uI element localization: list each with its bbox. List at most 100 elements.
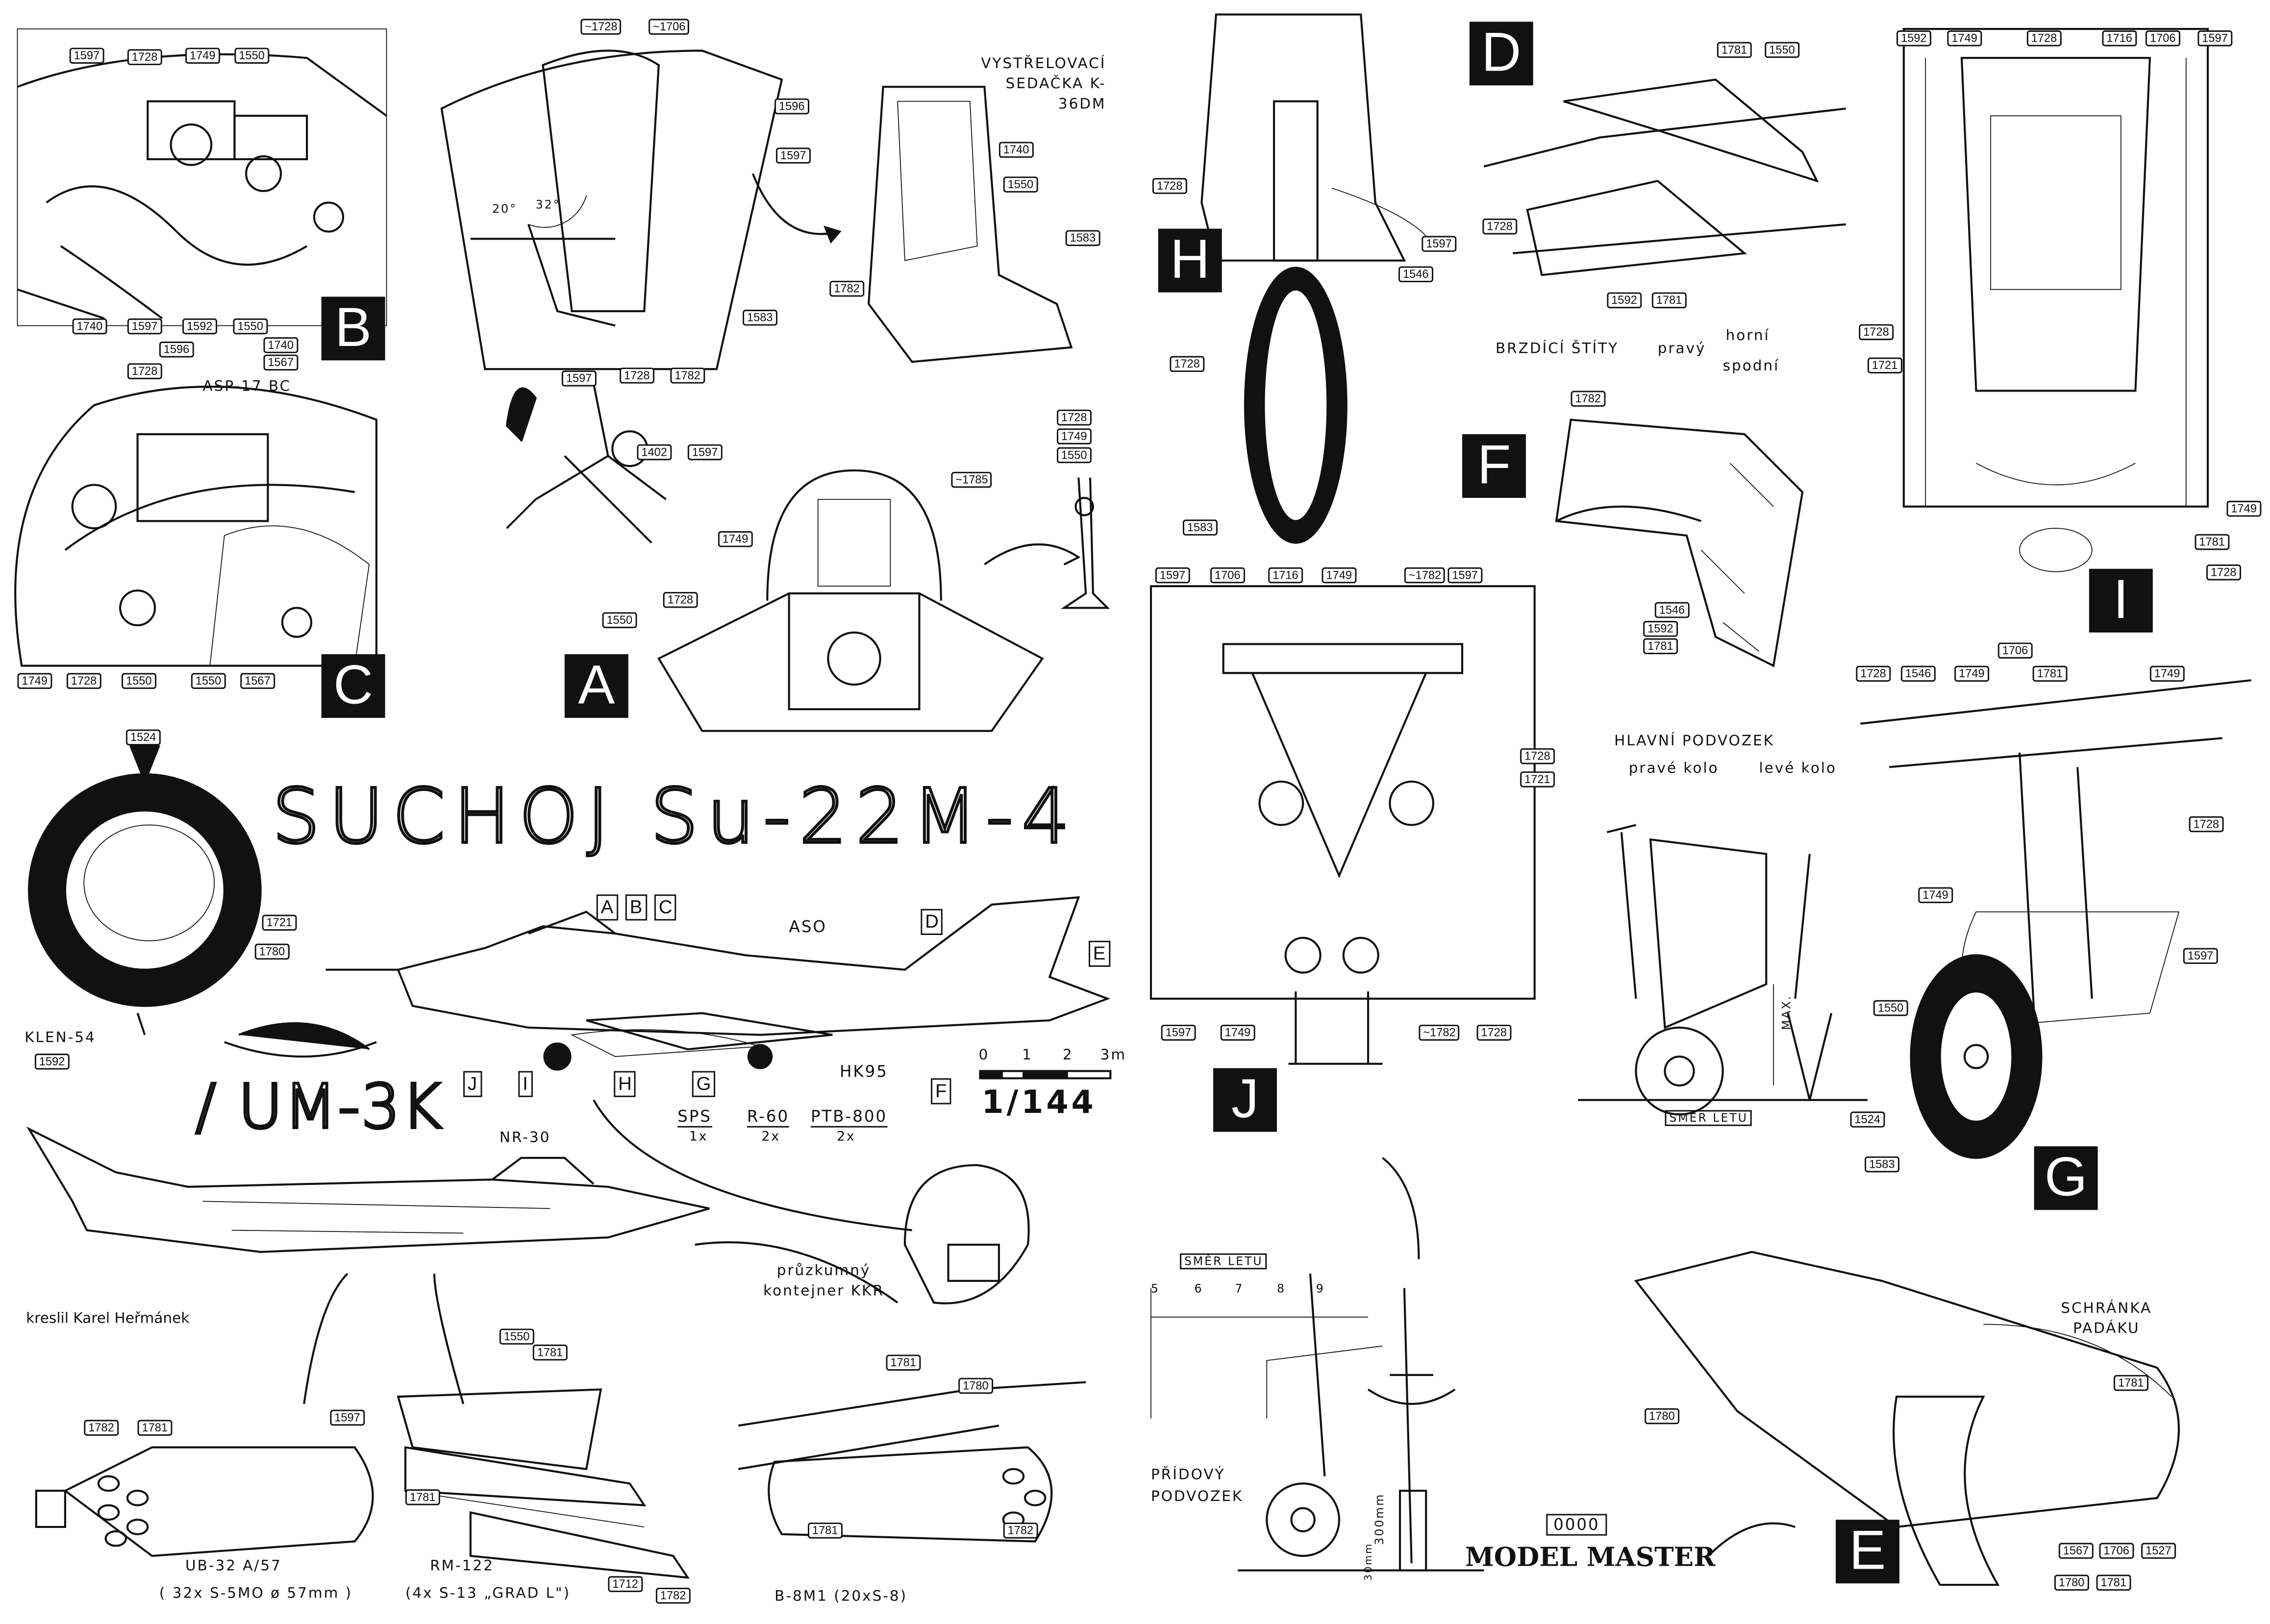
part-number-callout: 1782 xyxy=(670,368,705,384)
ejection-seat-cockpit-drawing xyxy=(440,49,783,370)
part-number-callout: 1583 xyxy=(743,310,777,326)
aircraft-variant-title: / UM-3K xyxy=(194,1070,443,1144)
author-credit: kreslil Karel Heřmánek xyxy=(26,1311,190,1328)
part-number-callout: 1546 xyxy=(1398,266,1433,282)
part-number-callout: 1780 xyxy=(958,1378,993,1394)
seat-mechanism-drawing xyxy=(505,383,667,544)
part-number-callout: 1567 xyxy=(263,354,298,371)
flight-direction-main: SMĚR LETU xyxy=(1665,1110,1752,1126)
angle-20: 20° xyxy=(492,202,517,216)
part-number-callout: 1782 xyxy=(655,1587,691,1604)
scale-tick-0: 0 xyxy=(978,1048,990,1064)
part-number-callout: 1596 xyxy=(159,342,194,358)
part-number-callout: 1706 xyxy=(1997,642,2033,659)
ptb800-label: PTB-800 xyxy=(810,1107,888,1128)
part-number-callout: 1749 xyxy=(1918,887,1953,903)
brake-upper: horní xyxy=(1725,328,1770,344)
dim-300mm: 300mm xyxy=(1373,1493,1386,1545)
nose-gear-h-drawing xyxy=(1200,13,1434,544)
section-label-e: E xyxy=(1836,1520,1899,1584)
part-number-callout: 1749 xyxy=(2226,500,2261,517)
model-master-logo: MODEL MASTER xyxy=(1465,1543,1716,1574)
brake-title: BRZDÍCÍ ŠTÍTY xyxy=(1495,342,1619,358)
b8m1-pod-drawing xyxy=(738,1381,1086,1543)
logo-code: 0000 xyxy=(1546,1514,1607,1536)
part-number-callout: 1781 xyxy=(2032,665,2067,682)
section-label-j: J xyxy=(1213,1068,1277,1132)
seat-title: VYSTŘELOVACÍ SEDAČKA K-36DM xyxy=(981,56,1106,113)
section-label-i: I xyxy=(2089,568,2153,633)
part-number-callout: 1567 xyxy=(240,673,275,689)
section-label-f: F xyxy=(1462,434,1526,498)
asp-sight-label: ASP-17 BC xyxy=(202,379,292,395)
ref-box-e: E xyxy=(1089,940,1110,967)
part-number-callout: 1728 xyxy=(1859,324,1894,341)
part-number-callout: 1402 xyxy=(637,444,672,461)
part-number-callout: 1728 xyxy=(1170,356,1204,372)
ref-box-g: G xyxy=(692,1071,716,1097)
brake-flaps-d-drawing xyxy=(1483,78,1846,276)
part-number-callout: 1780 xyxy=(254,943,290,960)
chute-label: SCHRÁNKA PADÁKU xyxy=(2061,1301,2152,1338)
part-number-callout: 1781 xyxy=(1651,292,1687,309)
scale-tick-3m: 3m xyxy=(1100,1048,1127,1064)
part-number-callout: 1728 xyxy=(127,363,162,379)
part-number-callout: 1597 xyxy=(1447,567,1482,584)
part-number-callout: 1583 xyxy=(1065,230,1100,246)
part-number-callout: 1597 xyxy=(1422,236,1456,252)
part-number-callout: 1597 xyxy=(1155,567,1190,584)
ref-box-f: F xyxy=(931,1078,951,1105)
part-number-callout: 1749 xyxy=(718,531,753,547)
part-number-callout: 1550 xyxy=(1765,42,1799,58)
frame-5: 5 xyxy=(1151,1282,1160,1296)
part-number-callout: 1781 xyxy=(808,1523,843,1539)
part-number-callout: 1728 xyxy=(1482,218,1517,235)
part-number-callout: 1706 xyxy=(2099,1543,2134,1559)
flight-direction-nose: SMĚR LETU xyxy=(1180,1253,1268,1270)
section-label-c: C xyxy=(321,654,385,718)
ptb800-qty: 2x xyxy=(837,1130,856,1145)
frame-8: 8 xyxy=(1276,1282,1286,1296)
ub32-pod-drawing xyxy=(35,1446,374,1557)
part-number-callout: 1780 xyxy=(1645,1408,1679,1425)
part-number-callout: 1550 xyxy=(1057,447,1092,464)
ref-box-i: I xyxy=(518,1071,532,1097)
part-number-callout: 1550 xyxy=(602,612,637,628)
sps-qty: 1x xyxy=(689,1130,708,1145)
part-number-callout: 1728 xyxy=(127,49,162,65)
part-number-callout: 1749 xyxy=(17,673,52,689)
part-number-callout: ~1785 xyxy=(951,471,993,488)
part-number-callout: ~1782 xyxy=(1404,567,1446,584)
part-number-callout: 1546 xyxy=(1900,665,1936,682)
nose-gear-label: PŘÍDOVÝ PODVOZEK xyxy=(1151,1467,1244,1505)
part-number-callout: 1782 xyxy=(829,280,864,297)
part-number-callout: 1527 xyxy=(2141,1543,2176,1559)
part-number-callout: 1740 xyxy=(72,318,107,335)
dim-30mm: 30mm xyxy=(1363,1542,1374,1581)
part-number-callout: 1780 xyxy=(2054,1575,2089,1591)
rm122-launcher-drawing xyxy=(397,1388,690,1579)
part-number-callout: ~1782 xyxy=(1419,1025,1460,1041)
scale-bar xyxy=(979,1070,1112,1080)
klen-54-drawing xyxy=(28,745,262,1035)
ref-box-a: A xyxy=(596,894,618,921)
part-number-callout: 1721 xyxy=(262,914,297,931)
left-wheel-label: levé kolo xyxy=(1759,761,1837,778)
part-number-callout: 1782 xyxy=(84,1420,119,1436)
section-label-b: B xyxy=(321,296,385,361)
part-number-callout: 1728 xyxy=(1476,1025,1511,1041)
part-number-callout: 1550 xyxy=(234,48,269,64)
part-number-callout: 1781 xyxy=(2114,1375,2148,1391)
part-number-callout: 1597 xyxy=(776,148,811,164)
part-number-callout: 1781 xyxy=(886,1354,921,1371)
part-number-callout: 1728 xyxy=(2206,564,2241,581)
part-number-callout: 1740 xyxy=(263,337,298,353)
right-wheel-label: pravé kolo xyxy=(1628,761,1719,778)
part-number-callout: 1721 xyxy=(1520,771,1555,787)
angle-32: 32° xyxy=(535,198,561,212)
part-number-callout: ~1706 xyxy=(649,19,690,35)
section-label-d: D xyxy=(1469,22,1533,86)
main-gear-small-views-drawing xyxy=(1578,824,1868,1116)
chute-container-e-drawing xyxy=(1634,1251,2180,1586)
part-number-callout: 1749 xyxy=(185,48,220,64)
